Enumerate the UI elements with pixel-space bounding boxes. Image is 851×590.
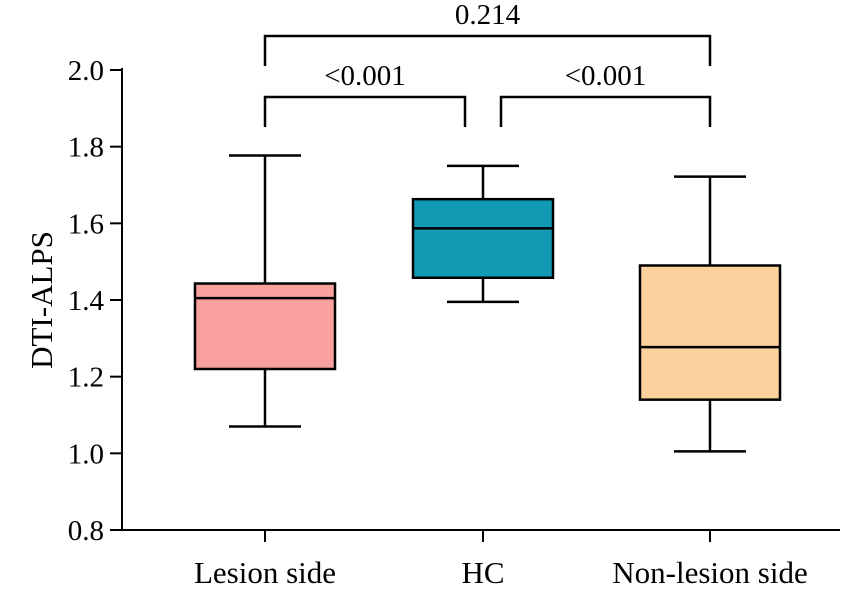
box-0 [193, 154, 337, 428]
y-tick-label: 1.6 [68, 208, 104, 240]
significance-bracket [263, 34, 712, 66]
y-tick-label: 2.0 [68, 55, 104, 87]
y-tick-label: 1.4 [68, 285, 105, 317]
x-tick-label: Non-lesion side [612, 555, 807, 590]
y-tick-label: 1.2 [68, 362, 104, 394]
box-1 [411, 164, 555, 304]
iqr-box [638, 264, 782, 401]
y-tick-label: 0.8 [68, 515, 104, 547]
significance-bracket [263, 95, 467, 127]
y-tick-label: 1.8 [68, 132, 104, 164]
iqr-box [411, 197, 555, 280]
box-2 [638, 175, 782, 453]
x-tick-label: Lesion side [194, 555, 336, 590]
significance-bracket [499, 95, 712, 127]
p-value-label: 0.214 [455, 0, 521, 31]
p-value-label: <0.001 [324, 60, 406, 92]
y-tick-label: 1.0 [68, 438, 104, 470]
y-axis-label: DTI-ALPS [24, 231, 59, 369]
iqr-box [193, 282, 337, 371]
p-value-label: <0.001 [565, 60, 647, 92]
x-tick-label: HC [461, 555, 504, 590]
